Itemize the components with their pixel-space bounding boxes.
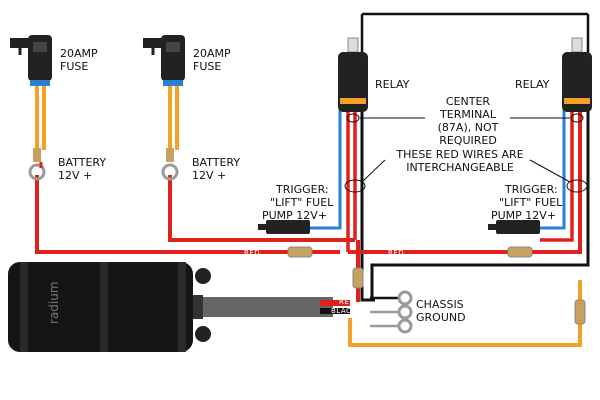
wire-label-red-2: RED: [388, 249, 404, 257]
ground-ring-3: [397, 318, 413, 334]
relay-right: [562, 37, 592, 112]
red-wire-relay-right: [540, 110, 574, 242]
fuse-right: [143, 35, 185, 150]
battery-terminal-left: [28, 148, 46, 181]
wire-label-red-3: RED: [339, 298, 355, 306]
chassis-ground-line-1: CHASSIS: [416, 298, 464, 311]
interchangeable-line-2: INTERCHANGEABLE: [406, 161, 514, 174]
red-wire-long: [348, 110, 582, 254]
trigger-connector-left: [258, 220, 310, 234]
battery-left-label-2: 12V +: [58, 169, 92, 182]
battery-right-label-2: 12V +: [192, 169, 226, 182]
marker-circle-mid-right: [570, 113, 584, 123]
chassis-ground-line-2: GROUND: [416, 311, 466, 324]
ground-ring-1: [397, 290, 413, 306]
center-terminal-line-4: REQUIRED: [439, 134, 497, 147]
trigger-right-line-1: TRIGGER:: [504, 183, 558, 196]
blue-wire-relay-left: [310, 110, 342, 230]
red-wire-left-2: [168, 175, 355, 242]
marker-circle-mid-left: [346, 113, 360, 123]
pump-brand: radium: [47, 281, 61, 324]
wire-label-red-1: RED: [244, 249, 260, 257]
center-terminal-line-3: (87A), NOT: [438, 121, 499, 134]
center-terminal-line-1: CENTER: [446, 95, 491, 108]
fuse-left-label-1: 20AMP: [60, 47, 98, 60]
leader-inter-right: [529, 159, 571, 183]
trigger-left-line-1: TRIGGER:: [275, 183, 329, 196]
battery-left-label-1: BATTERY: [58, 156, 106, 169]
leader-inter-left: [361, 159, 386, 183]
splice-pump: [352, 267, 364, 289]
fuse-left: [10, 35, 52, 150]
marker-circle-right: [566, 179, 588, 193]
fuse-right-label-2: FUSE: [193, 60, 221, 73]
fuse-right-label-1: 20AMP: [193, 47, 231, 60]
splice-right: [507, 246, 533, 258]
battery-right-label-1: BATTERY: [192, 156, 240, 169]
blue-wire-relay-right: [540, 110, 566, 230]
trigger-left-line-2: "LIFT" FUEL: [270, 196, 334, 209]
ground-ring-2: [397, 304, 413, 320]
trigger-connector-right: [488, 220, 540, 234]
trigger-right-line-3: PUMP 12V+: [491, 209, 556, 222]
fuel-pump: [8, 262, 350, 352]
battery-terminal-right: [161, 148, 179, 181]
interchangeable-line-1: THESE RED WIRES ARE: [395, 148, 523, 161]
splice-left: [287, 246, 313, 258]
relay-left: [338, 37, 368, 112]
relay-right-label: RELAY: [515, 78, 550, 91]
black-wire-relay-right: [370, 110, 590, 300]
fuse-left-label-2: FUSE: [60, 60, 88, 73]
wire-label-black: BLACK: [331, 307, 357, 315]
red-wire-left-main: [35, 175, 340, 254]
relay-left-label: RELAY: [375, 78, 410, 91]
center-terminal-line-2: TERMINAL: [439, 108, 497, 121]
marker-circle-left: [344, 179, 366, 193]
trigger-left-line-3: PUMP 12V+: [262, 209, 327, 222]
trigger-right-line-2: "LIFT" FUEL: [499, 196, 563, 209]
splice-orange: [574, 299, 586, 325]
